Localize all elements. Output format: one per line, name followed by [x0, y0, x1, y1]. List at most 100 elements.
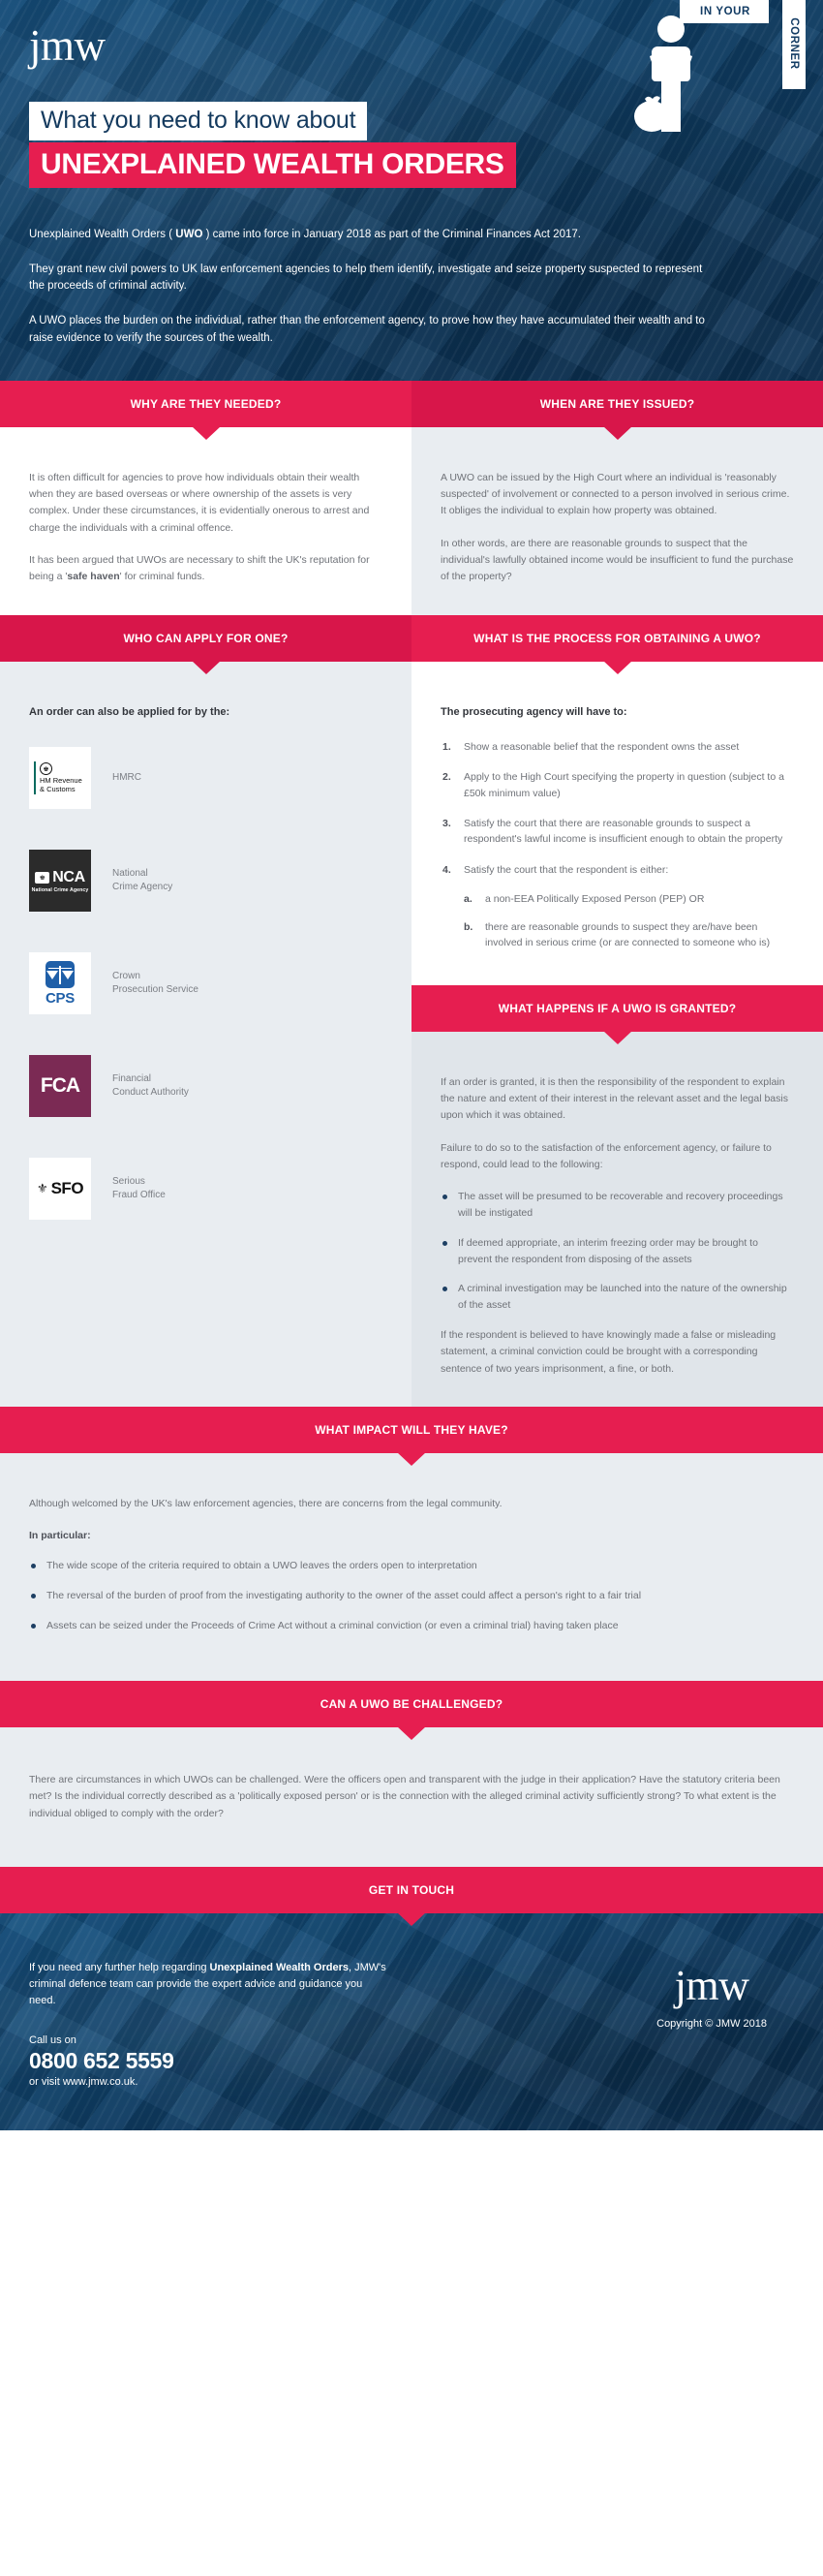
- impact-in-particular: In particular:: [29, 1528, 794, 1544]
- process-substep-list: a non-EEA Politically Exposed Person (PE…: [464, 891, 794, 951]
- list-item: ♚ NCA National Crime Agency National Cri…: [29, 850, 382, 913]
- list-item: ⚜ SFO Serious Fraud Office: [29, 1158, 382, 1221]
- when-issued-paragraph-1: A UWO can be issued by the High Court wh…: [441, 471, 790, 517]
- page-title-line-2: UNEXPLAINED WEALTH ORDERS: [29, 141, 516, 188]
- nca-logo-text-2: National Crime Agency: [31, 886, 89, 893]
- nca-logo-text-1: NCA: [52, 868, 85, 885]
- crown-icon: ♚: [40, 762, 52, 776]
- list-item: If deemed appropriate, an interim freezi…: [441, 1235, 794, 1268]
- list-item: CPS Crown Prosecution Service: [29, 952, 382, 1015]
- why-needed-paragraph-1: It is often difficult for agencies to pr…: [29, 471, 370, 534]
- badge-side: CORNER: [782, 0, 806, 89]
- when-issued-heading: WHEN ARE THEY ISSUED?: [412, 380, 823, 440]
- agencies-lead-text: An order can also be applied for by the:: [29, 705, 230, 718]
- process-column: The prosecuting agency will have to: Sho…: [412, 661, 823, 1407]
- granted-paragraph-1: If an order is granted, it is then the r…: [441, 1075, 788, 1122]
- agency-name: Serious Fraud Office: [112, 1176, 166, 1201]
- infographic-page: IN YOUR CORNER jmw What you need to know…: [0, 0, 823, 2130]
- agency-name: Crown Prosecution Service: [112, 971, 198, 996]
- in-your-corner-badge: IN YOUR CORNER: [680, 0, 806, 89]
- hero-p1-post: ) came into force in January 2018 as par…: [202, 228, 581, 240]
- list-item: a non-EEA Politically Exposed Person (PE…: [464, 891, 705, 908]
- list-item: Satisfy the court that there are reasona…: [442, 816, 783, 846]
- list-item: The wide scope of the criteria required …: [29, 1558, 794, 1574]
- hero-p1-bold: UWO: [175, 228, 203, 240]
- impact-in-particular-label: In particular:: [29, 1530, 91, 1542]
- page-title-line-1: What you need to know about: [29, 101, 368, 140]
- get-in-touch-heading: GET IN TOUCH: [0, 1866, 823, 1926]
- why-when-band-row: WHY ARE THEY NEEDED? WHEN ARE THEY ISSUE…: [0, 380, 823, 440]
- hero-section: IN YOUR CORNER jmw What you need to know…: [0, 0, 823, 381]
- footer-section: If you need any further help regarding U…: [0, 1912, 823, 2130]
- why-needed-paragraph-2: It has been argued that UWOs are necessa…: [29, 552, 382, 586]
- badge-line-2: CORNER: [788, 17, 800, 70]
- person-with-money-bag-illustration: [628, 14, 712, 139]
- agency-name: Financial Conduct Authority: [112, 1073, 189, 1099]
- hero-paragraph-3: A UWO places the burden on the individua…: [29, 315, 705, 344]
- sfo-logo: ⚜ SFO: [29, 1158, 91, 1221]
- why-when-body-row: It is often difficult for agencies to pr…: [0, 426, 823, 615]
- challenged-paragraph: There are circumstances in which UWOs ca…: [29, 1773, 780, 1819]
- royal-crest-icon: ⚜: [36, 1181, 48, 1196]
- challenged-section: There are circumstances in which UWOs ca…: [0, 1726, 823, 1867]
- process-step-list: Show a reasonable belief that the respon…: [441, 739, 794, 950]
- list-item: The reversal of the burden of proof from…: [29, 1588, 794, 1604]
- hmrc-logo-text-2: & Customs: [40, 784, 76, 793]
- nca-logo: ♚ NCA National Crime Agency: [29, 850, 91, 913]
- apply-process-body-row: An order can also be applied for by the:…: [0, 661, 823, 1407]
- copyright-text: Copyright © JMW 2018: [656, 2017, 767, 2030]
- why-p2-pre: It has been argued that UWOs are necessa…: [29, 554, 370, 583]
- hero-paragraph-1: Unexplained Wealth Orders ( UWO ) came i…: [29, 227, 707, 244]
- hero-paragraph-2: They grant new civil powers to UK law en…: [29, 263, 703, 293]
- hmrc-logo: ♚ HM Revenue& Customs: [29, 747, 91, 810]
- list-item: A criminal investigation may be launched…: [441, 1281, 794, 1314]
- jmw-logo-footer: jmw: [674, 1961, 749, 2009]
- granted-paragraph-2: Failure to do so to the satisfaction of …: [441, 1141, 772, 1170]
- process-lead-text: The prosecuting agency will have to:: [441, 705, 627, 718]
- crown-icon: ♚: [35, 871, 50, 884]
- agency-name: National Crime Agency: [112, 868, 173, 893]
- call-us-label: Call us on: [29, 2033, 76, 2046]
- agency-name: HMRC: [112, 772, 141, 784]
- process-heading: WHAT IS THE PROCESS FOR OBTAINING A UWO?: [412, 614, 823, 674]
- list-item: Assets can be seized under the Proceeds …: [29, 1618, 794, 1634]
- who-can-apply-heading: WHO CAN APPLY FOR ONE?: [0, 614, 412, 674]
- list-item: Show a reasonable belief that the respon…: [442, 739, 740, 756]
- sfo-logo-text: SFO: [50, 1179, 84, 1198]
- list-item: there are reasonable grounds to suspect …: [464, 919, 771, 949]
- why-needed-column: It is often difficult for agencies to pr…: [0, 426, 412, 615]
- hero-paragraphs: Unexplained Wealth Orders ( UWO ) came i…: [29, 227, 707, 348]
- why-p2-post: ' for criminal funds.: [119, 571, 205, 583]
- impact-heading: WHAT IMPACT WILL THEY HAVE?: [0, 1406, 823, 1466]
- hero-p1-pre: Unexplained Wealth Orders (: [29, 228, 176, 240]
- granted-heading: WHAT HAPPENS IF A UWO IS GRANTED?: [412, 984, 823, 1044]
- when-issued-column: A UWO can be issued by the High Court wh…: [412, 426, 823, 615]
- list-item: FCA Financial Conduct Authority: [29, 1055, 382, 1118]
- footer-brand-block: jmw Copyright © JMW 2018: [656, 1960, 794, 2088]
- hmrc-logo-text-1: HM Revenue: [40, 776, 82, 786]
- when-issued-paragraph-2: In other words, are there are reasonable…: [441, 537, 794, 583]
- agency-list: ♚ HM Revenue& Customs HMRC ♚: [29, 747, 382, 1221]
- granted-paragraph-3: If the respondent is believed to have kn…: [441, 1328, 777, 1375]
- granted-bullet-list: The asset will be presumed to be recover…: [441, 1189, 794, 1314]
- why-p2-bold: safe haven: [67, 571, 120, 583]
- footer-body-text: If you need any further help regarding U…: [29, 1960, 387, 2009]
- scales-of-justice-icon: [46, 960, 75, 988]
- challenged-heading: CAN A UWO BE CHALLENGED?: [0, 1680, 823, 1740]
- footer-body-pre: If you need any further help regarding: [29, 1961, 210, 1973]
- phone-number[interactable]: 0800 652 5559: [29, 2047, 174, 2073]
- step-4-text: Satisfy the court that the respondent is…: [464, 863, 669, 876]
- fca-logo: FCA: [29, 1055, 91, 1118]
- apply-process-band-row: WHO CAN APPLY FOR ONE? WHAT IS THE PROCE…: [0, 614, 823, 674]
- fca-logo-text: FCA: [40, 1074, 80, 1098]
- list-item: The asset will be presumed to be recover…: [441, 1189, 794, 1222]
- footer-body-bold: Unexplained Wealth Orders: [209, 1961, 349, 1973]
- why-needed-heading: WHY ARE THEY NEEDED?: [0, 380, 412, 440]
- badge-line-1: IN YOUR: [680, 0, 769, 23]
- impact-paragraph-1: Although welcomed by the UK's law enforc…: [29, 1497, 503, 1509]
- list-item: Apply to the High Court specifying the p…: [442, 769, 784, 799]
- cps-logo: CPS: [29, 952, 91, 1015]
- website-link[interactable]: or visit www.jmw.co.uk.: [29, 2075, 138, 2088]
- list-item: ♚ HM Revenue& Customs HMRC: [29, 747, 382, 810]
- cps-logo-text: CPS: [46, 989, 75, 1007]
